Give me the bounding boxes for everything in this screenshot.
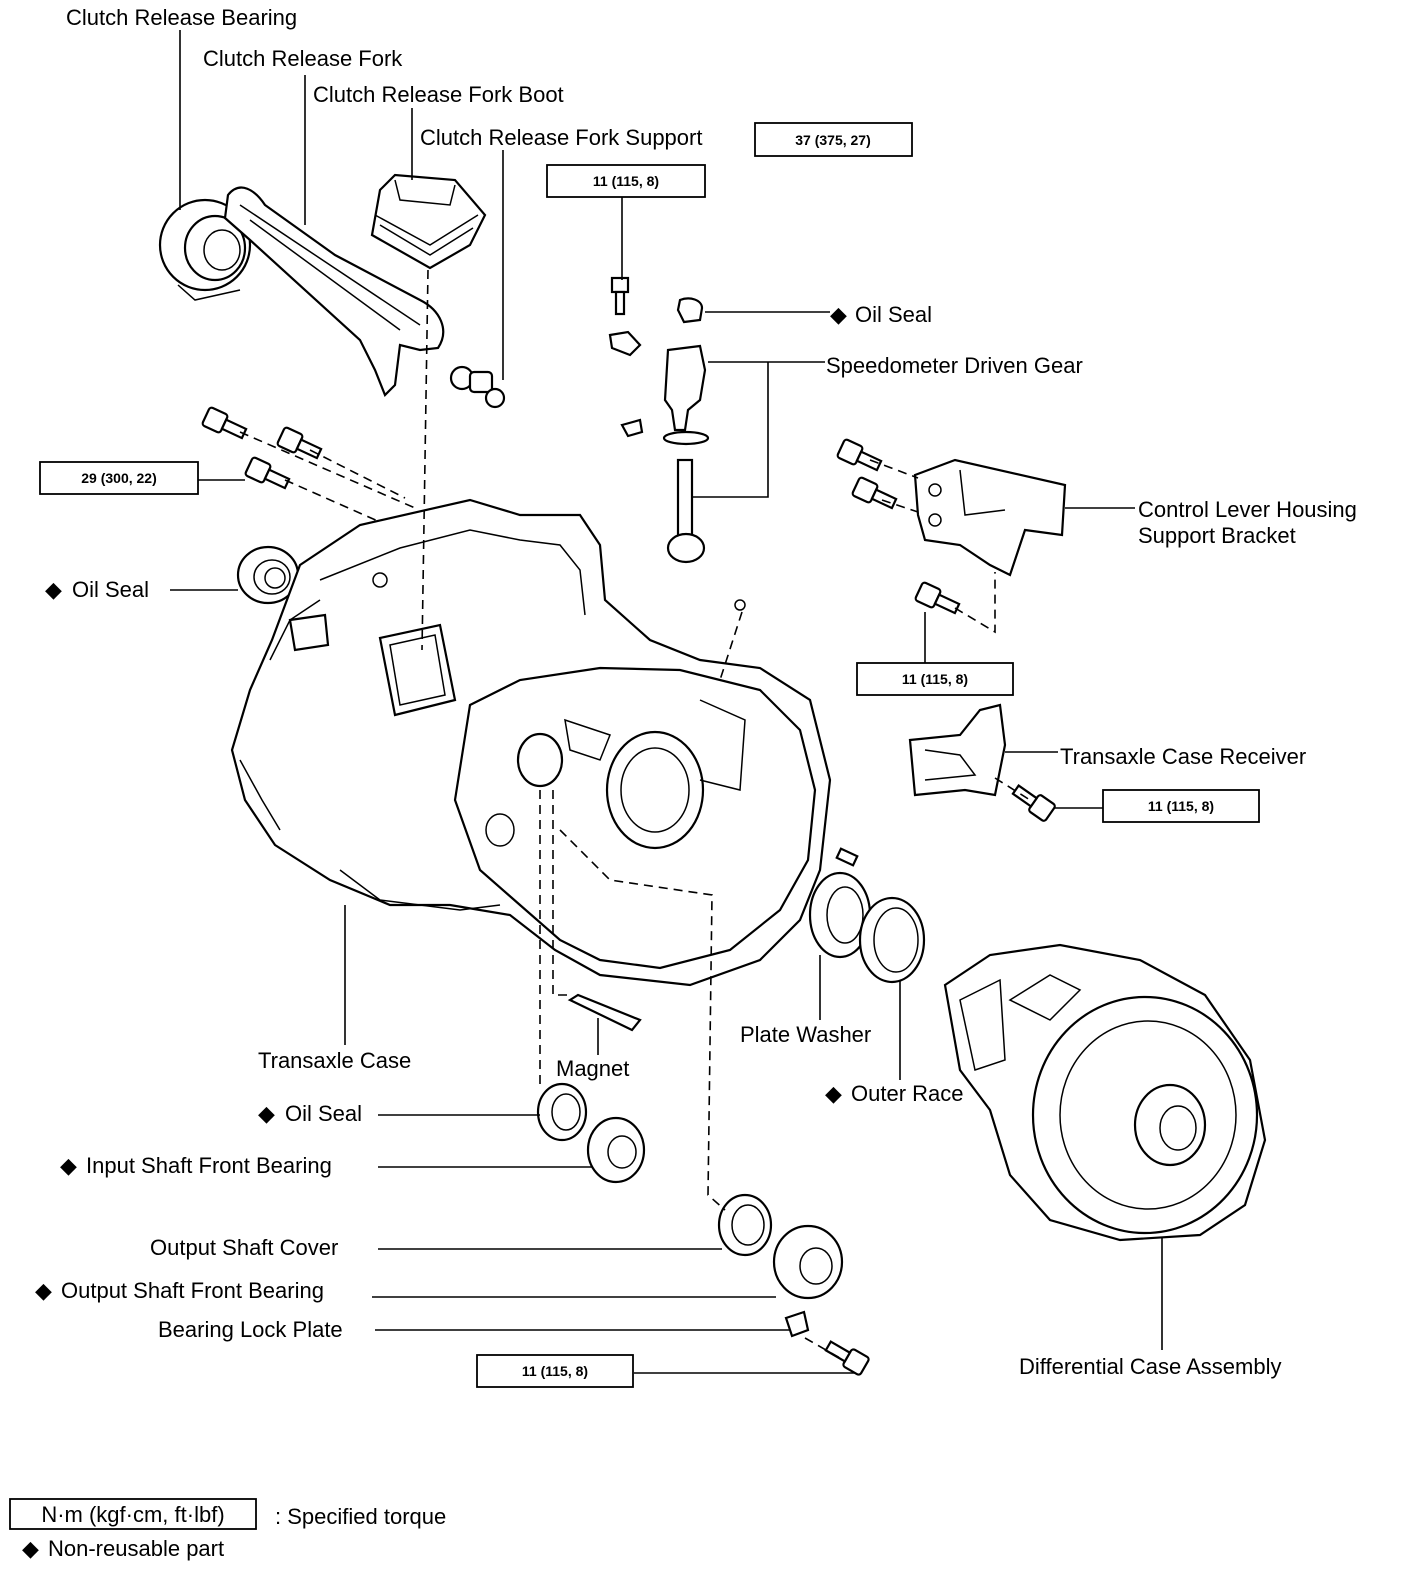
legend: N·m (kgf·cm, ft·lbf) : Specified torque …	[9, 1498, 446, 1561]
clutch-release-fork-boot-drawing	[370, 173, 487, 270]
transaxle-case-drawing	[230, 498, 832, 987]
label-oil-seal-bottom: Oil Seal	[285, 1101, 362, 1126]
torque-box-fork-support: 37 (375, 27)	[754, 122, 913, 157]
label-clutch-release-bearing: Clutch Release Bearing	[66, 5, 297, 30]
label-clutch-release-fork-support: Clutch Release Fork Support	[420, 125, 702, 150]
label-transaxle-case: Transaxle Case	[258, 1048, 411, 1073]
nonreusable-marker-oil-seal-top: ◆	[830, 302, 847, 327]
nonreusable-marker-output-shaft-bearing: ◆	[35, 1278, 52, 1303]
transaxle-case-receiver-drawing	[908, 703, 1007, 797]
nonreusable-marker-outer-race: ◆	[825, 1081, 842, 1106]
oil-seal-bottom-drawing	[536, 1082, 588, 1142]
label-speedometer-driven-gear: Speedometer Driven Gear	[826, 353, 1083, 378]
label-clutch-release-fork: Clutch Release Fork	[203, 46, 403, 71]
label-oil-seal-left: Oil Seal	[72, 577, 149, 602]
dashed-assembly-lines	[239, 269, 1031, 1359]
legend-nonreusable: Non-reusable part	[48, 1536, 224, 1561]
torque-specs: 37 (375, 27) 11 (115, 8) 29 (300, 22) 11…	[39, 122, 1260, 1388]
svg-text:29 (300, 22): 29 (300, 22)	[81, 470, 157, 486]
speedometer-parts-drawing	[608, 276, 710, 564]
differential-case-assembly-drawing	[943, 943, 1267, 1242]
plate-washer-drawing	[808, 847, 872, 959]
leader-lines	[170, 30, 1163, 1374]
label-output-shaft-front-bearing: Output Shaft Front Bearing	[61, 1278, 324, 1303]
svg-text:11 (115, 8): 11 (115, 8)	[1148, 798, 1214, 814]
svg-text:11 (115, 8): 11 (115, 8)	[593, 173, 659, 189]
output-shaft-front-bearing-drawing	[772, 1224, 844, 1300]
torque-box-receiver-bolt: 11 (115, 8)	[1102, 789, 1260, 823]
torque-box-bracket-bolt: 11 (115, 8)	[856, 662, 1014, 696]
label-outer-race: Outer Race	[851, 1081, 964, 1106]
label-clutch-release-fork-boot: Clutch Release Fork Boot	[313, 82, 564, 107]
label-transaxle-case-receiver: Transaxle Case Receiver	[1060, 744, 1306, 769]
bearing-lock-plate-drawing	[784, 1310, 810, 1338]
input-shaft-front-bearing-drawing	[586, 1116, 646, 1184]
svg-text:11 (115, 8): 11 (115, 8)	[902, 671, 968, 687]
label-control-lever-housing: Control Lever Housing	[1138, 497, 1357, 522]
legend-unit-desc: : Specified torque	[275, 1504, 446, 1529]
nonreusable-marker-input-shaft-bearing: ◆	[60, 1153, 77, 1178]
torque-box-lock-plate-bolt: 11 (115, 8)	[476, 1354, 634, 1388]
nonreusable-marker-oil-seal-left: ◆	[45, 577, 62, 602]
svg-text:11 (115, 8): 11 (115, 8)	[522, 1363, 588, 1379]
svg-text:37 (375, 27): 37 (375, 27)	[795, 132, 871, 148]
clutch-release-fork-drawing	[223, 186, 445, 397]
oil-seal-left-drawing	[236, 545, 300, 605]
control-lever-bracket-drawing	[913, 458, 1067, 577]
label-plate-washer: Plate Washer	[740, 1022, 871, 1047]
label-support-bracket: Support Bracket	[1138, 523, 1296, 548]
nonreusable-marker-oil-seal-bottom: ◆	[258, 1101, 275, 1126]
clutch-release-fork-support-drawing	[449, 365, 506, 409]
output-shaft-cover-drawing	[717, 1193, 773, 1257]
outer-race-drawing	[858, 896, 926, 984]
label-oil-seal-top: Oil Seal	[855, 302, 932, 327]
legend-nonreusable-marker: ◆	[22, 1536, 39, 1561]
label-differential-case-assembly: Differential Case Assembly	[1019, 1354, 1282, 1379]
label-magnet: Magnet	[556, 1056, 629, 1081]
magnet-drawing	[567, 993, 642, 1032]
torque-box-speedo-bolt: 11 (115, 8)	[546, 164, 706, 198]
label-bearing-lock-plate: Bearing Lock Plate	[158, 1317, 343, 1342]
legend-unit-box: N·m (kgf·cm, ft·lbf)	[41, 1502, 224, 1527]
callout-labels: Clutch Release Bearing Clutch Release Fo…	[35, 5, 1357, 1379]
label-output-shaft-cover: Output Shaft Cover	[150, 1235, 338, 1260]
torque-box-case-bolts: 29 (300, 22)	[39, 461, 199, 495]
label-input-shaft-front-bearing: Input Shaft Front Bearing	[86, 1153, 332, 1178]
clutch-release-bearing-drawing	[158, 198, 252, 301]
